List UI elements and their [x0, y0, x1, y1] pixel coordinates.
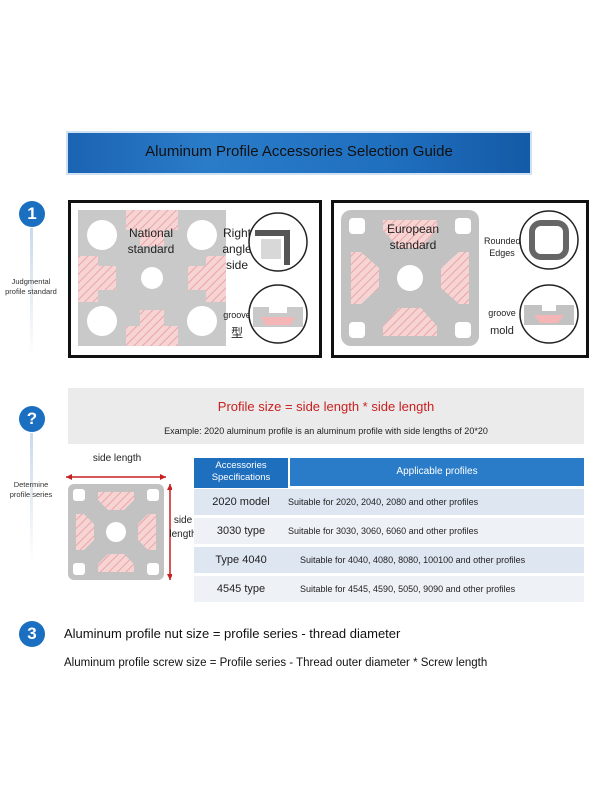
table-row: Type 4040 Suitable for 4040, 4080, 8080,… — [194, 547, 584, 573]
nut-size-rule: Aluminum profile nut size = profile seri… — [64, 626, 401, 641]
table-cell-profiles: Suitable for 4040, 4080, 8080, 100100 an… — [300, 555, 526, 565]
right-angle-detail-icon — [248, 212, 308, 272]
national-groove-detail-icon — [248, 284, 308, 344]
national-groove-label: groove — [223, 310, 251, 320]
table-cell-profiles: Suitable for 2020, 2040, 2080 and other … — [288, 497, 479, 507]
step-1-side-label: Judgmental profile standard — [5, 277, 57, 296]
page-title: Aluminum Profile Accessories Selection G… — [145, 143, 453, 160]
national-standard-label: National standard — [127, 226, 175, 256]
title-banner: Aluminum Profile Accessories Selection G… — [68, 133, 530, 173]
table-header-applicable-profiles: Applicable profiles — [290, 458, 584, 486]
profile-size-example: Example: 2020 aluminum profile is an alu… — [164, 426, 488, 436]
rounded-edges-detail-icon — [519, 210, 579, 270]
profile-size-formula: Profile size = side length * side length — [217, 399, 435, 414]
european-mold-label: mold — [490, 325, 514, 337]
right-angle-side-label: Right angle side — [222, 226, 252, 272]
national-profile-cross-section — [78, 210, 226, 346]
european-groove-label: groove — [488, 308, 516, 318]
top-dimension-label: side length — [92, 453, 142, 464]
table-cell-profiles: Suitable for 3030, 3060, 6060 and other … — [288, 526, 479, 536]
table-cell-spec: Type 4040 — [215, 554, 267, 566]
table-cell-spec: 2020 model — [212, 496, 270, 508]
profile-dimension-drawing — [66, 474, 172, 580]
european-profile-cross-section — [341, 210, 479, 346]
european-standard-panel: European standard Rounded Edges groove m… — [331, 200, 589, 358]
step-3-badge: 3 — [19, 621, 45, 647]
step-1-connector — [30, 228, 33, 358]
table-row: 2020 model Suitable for 2020, 2040, 2080… — [194, 489, 584, 515]
european-groove-detail-icon — [519, 284, 579, 344]
table-cell-spec: 4545 type — [216, 583, 266, 595]
rounded-edges-label: Rounded Edges — [484, 236, 521, 258]
national-groove-glyph: 型 — [230, 326, 243, 340]
national-standard-panel: National standard Right angle side groov… — [68, 200, 322, 358]
step-2-connector — [30, 433, 33, 563]
right-dimension-label: side length — [169, 515, 197, 540]
european-standard-label: European standard — [386, 222, 440, 252]
table-header-specifications: Accessories Specifications — [194, 458, 288, 488]
table-row: 4545 type Suitable for 4545, 4590, 5050,… — [194, 576, 584, 602]
step-2-badge: ? — [19, 406, 45, 432]
screw-size-rule: Aluminum profile screw size = Profile se… — [64, 657, 488, 669]
step-1-badge: 1 — [19, 201, 45, 227]
table-cell-spec: 3030 type — [216, 525, 266, 537]
table-cell-profiles: Suitable for 4545, 4590, 5050, 9090 and … — [300, 584, 516, 594]
formula-box: Profile size = side length * side length… — [68, 388, 584, 444]
table-row: 3030 type Suitable for 3030, 3060, 6060 … — [194, 518, 584, 544]
step-2-side-label: Determine profile series — [9, 480, 53, 499]
